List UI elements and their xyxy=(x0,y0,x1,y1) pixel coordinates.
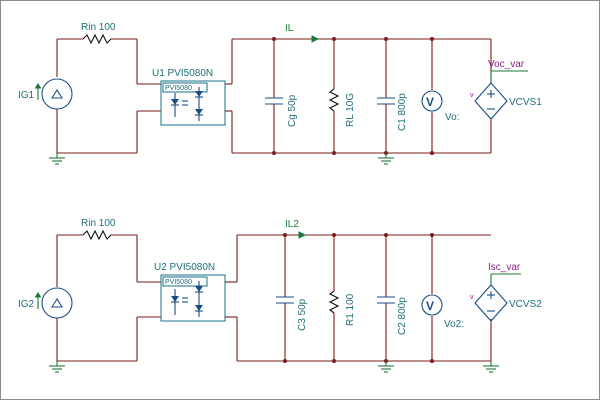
resistor-label: Rin 100 xyxy=(81,22,116,33)
circuit-top: IG1 Rin 100 xyxy=(18,22,542,165)
optocoupler-label: U1 PVI5080N xyxy=(152,68,213,79)
capacitor-c1[interactable] xyxy=(377,39,395,153)
ground-icon xyxy=(483,361,499,373)
optocoupler-package-label: PVI5080 xyxy=(165,85,192,92)
cap-load-label: C3 50p xyxy=(297,298,308,331)
input-resistor-symbol[interactable] xyxy=(82,33,112,45)
capacitor-c3[interactable] xyxy=(276,235,294,361)
voltmeter[interactable] xyxy=(421,235,443,361)
res-load-label: R1 100 xyxy=(345,293,356,326)
vcvs-label: VCVS1 xyxy=(509,97,542,108)
vcvs-source[interactable] xyxy=(474,82,508,120)
voltmeter-icon: V xyxy=(426,95,434,109)
optocoupler-u1[interactable] xyxy=(160,80,226,126)
vcvs-input-label: v xyxy=(470,294,474,301)
ground-icon xyxy=(378,361,394,373)
cap-out-label: C2 800p xyxy=(397,297,408,335)
current-source-ig1[interactable] xyxy=(34,39,73,153)
current-source-ig2[interactable] xyxy=(34,235,73,361)
vcvs-source[interactable] xyxy=(474,284,508,322)
resistor-r1[interactable] xyxy=(328,235,340,361)
resistor-label: Rin 100 xyxy=(81,218,116,229)
cap-out-label: C1 800p xyxy=(397,93,408,131)
voltmeter[interactable] xyxy=(421,39,443,153)
vcvs-label: VCVS2 xyxy=(509,299,542,310)
voltmeter-icon: V xyxy=(426,299,434,313)
current-label: IL2 xyxy=(285,219,299,230)
vcvs-node-label: Isc_var xyxy=(488,262,521,273)
current-label: IL xyxy=(285,23,294,34)
ground-icon xyxy=(49,153,65,165)
optocoupler-label: U2 PVI5080N xyxy=(154,262,215,273)
capacitor-cg[interactable] xyxy=(265,39,283,153)
capacitor-c2[interactable] xyxy=(377,235,395,361)
current-arrow-icon xyxy=(298,231,307,239)
circuit-bottom: IG2 Rin 100 xyxy=(18,218,542,373)
vcvs-node-label: Voc_var xyxy=(488,59,525,70)
res-load-label: RL 10G xyxy=(345,93,356,127)
ground-icon xyxy=(378,153,394,165)
input-resistor-symbol[interactable] xyxy=(82,229,112,241)
source-label: IG2 xyxy=(18,299,35,310)
optocoupler-u2[interactable] xyxy=(160,274,226,322)
current-arrow-icon xyxy=(311,35,320,43)
resistor-rl[interactable] xyxy=(328,39,340,153)
voltmeter-label: Vo: xyxy=(445,112,459,123)
cap-load-label: Cg 50p xyxy=(287,94,298,127)
ground-icon xyxy=(49,361,65,373)
source-label: IG1 xyxy=(18,90,35,101)
vcvs-input-label: v xyxy=(470,92,474,99)
voltmeter-label: Vo2: xyxy=(444,319,464,330)
optocoupler-package-label: PVI5080 xyxy=(165,279,192,286)
